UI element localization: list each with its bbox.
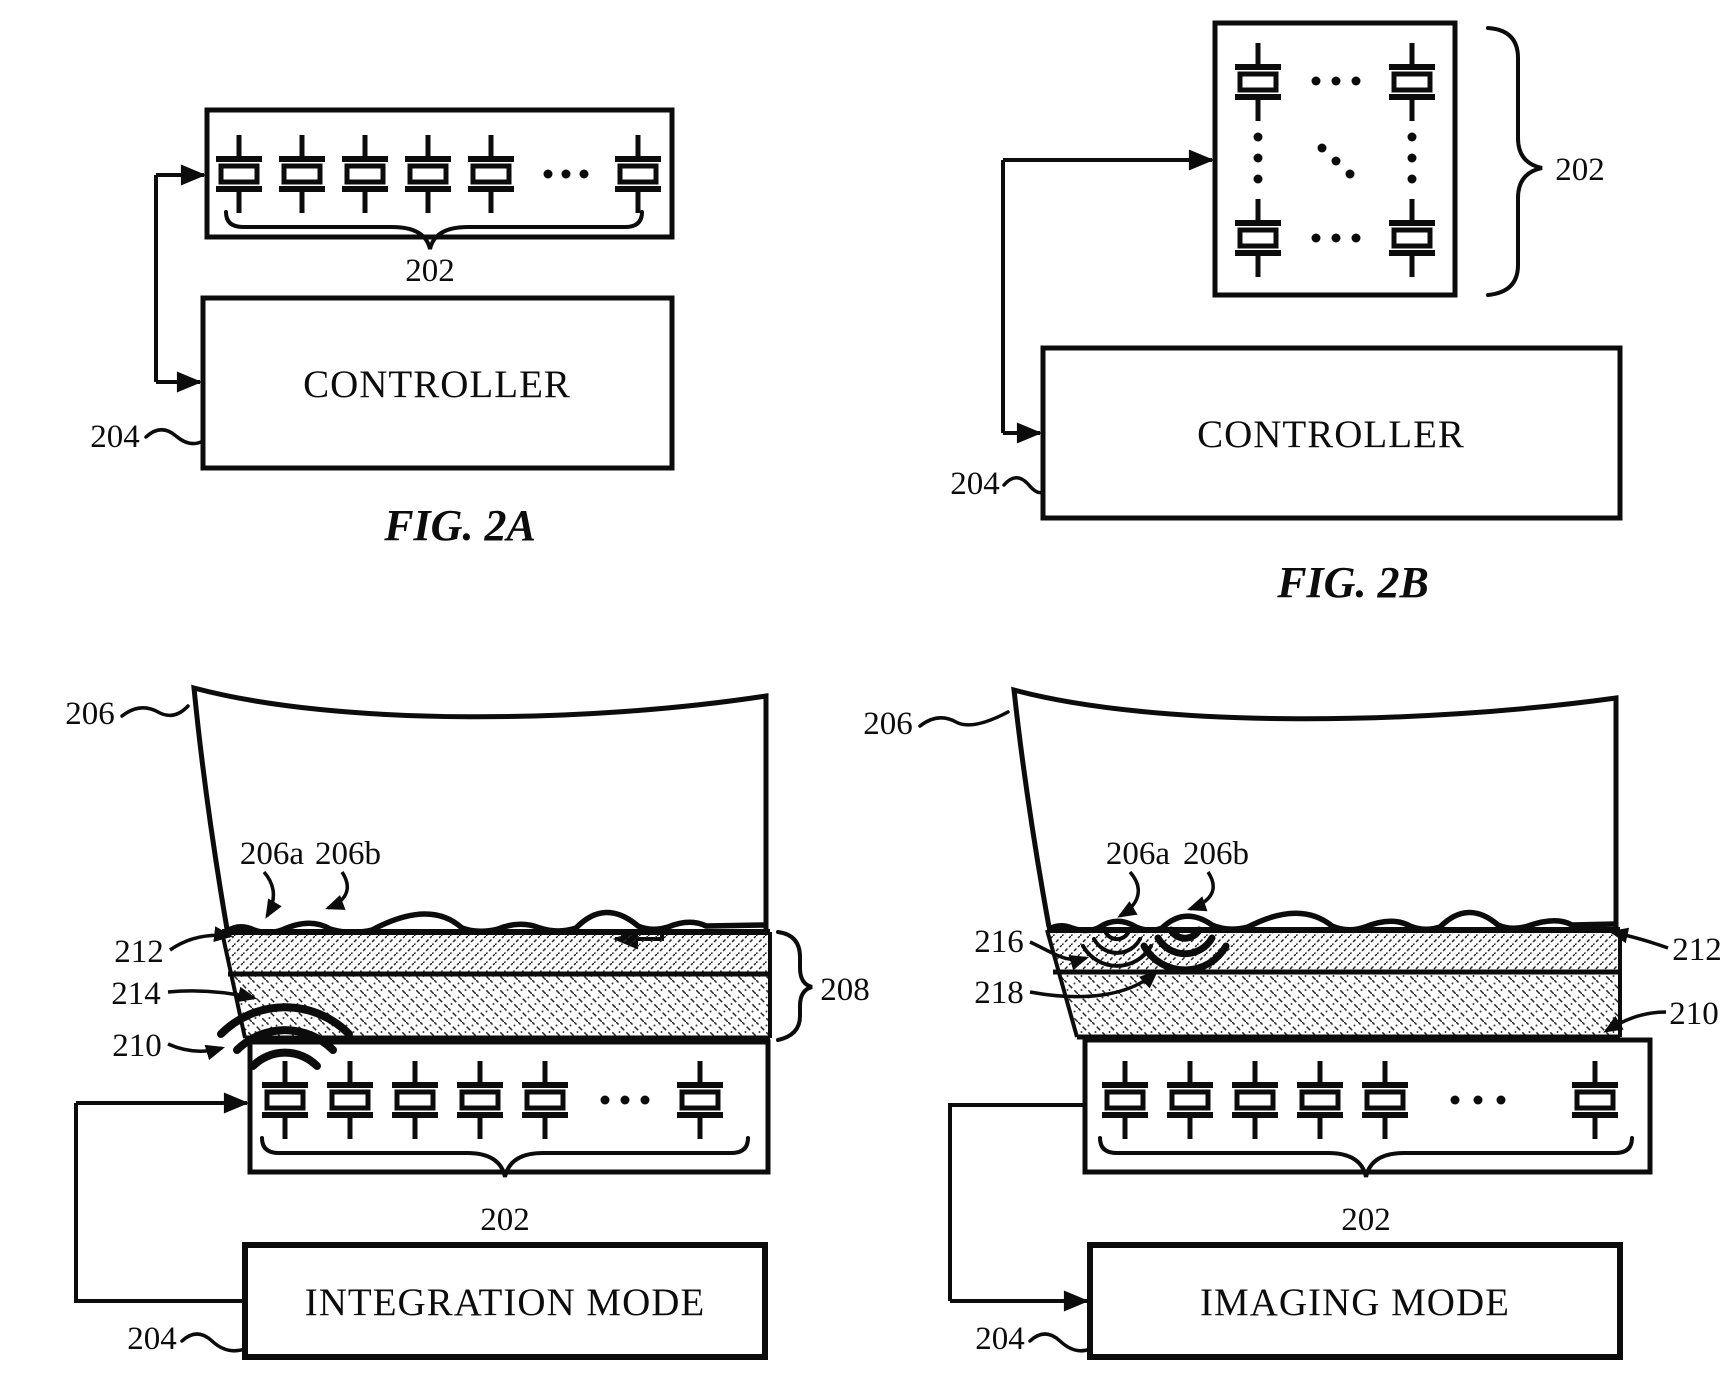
transducer-icon [677, 1061, 723, 1139]
fig2b: 202 CONTROLLER 204 FIG. 2B [950, 20, 1623, 607]
finger-ref-label: 206 [863, 706, 913, 742]
ellipsis-icon [543, 169, 589, 179]
integration-mode-figure: 202 INTEGRATION MODE 204 206 206a 206b 2… [65, 684, 870, 1360]
wave-ref-arrow [167, 1042, 226, 1061]
transducer-icon [327, 1061, 373, 1139]
finger-outline [191, 684, 769, 930]
transducer-icon [522, 1061, 568, 1139]
transducer-icon [1297, 1061, 1343, 1139]
surface-b-ref-label: 206b [315, 836, 381, 872]
transducer-icon [262, 1061, 308, 1139]
integration-array-box [247, 1039, 771, 1175]
surface-a-ref-label: 206a [240, 836, 305, 872]
surface-a-arrow [262, 870, 282, 919]
fig2a-caption: FIG. 2A [383, 501, 536, 550]
echo-b-arrow [1029, 969, 1159, 999]
echo-a-arrow [1029, 940, 1090, 971]
fig2a-array-ref-label: 202 [405, 253, 455, 289]
fig2b-controller-ref-label: 204 [950, 466, 1000, 502]
imaging-mode-figure: 202 IMAGING MODE 204 206 206a 206b 216 2… [863, 686, 1722, 1360]
top-layer-ref-label: 212 [114, 934, 164, 970]
transducer-icon [1362, 1061, 1408, 1139]
surface-a-arrow [1117, 870, 1141, 918]
bottom-layer-ref-label: 214 [111, 976, 161, 1012]
platen-layer [1057, 972, 1620, 1037]
bottom-layer-arrow [167, 986, 258, 1003]
transducer-icon [392, 1061, 438, 1139]
finger-outline [1011, 686, 1619, 928]
transducer-icon [1102, 1061, 1148, 1139]
finger-ref-squiggle [918, 710, 1010, 728]
integration-connection-line [74, 1103, 245, 1303]
wave-ref-label: 210 [112, 1028, 162, 1064]
fig2a-controller-box [200, 295, 675, 471]
imaging-mode-label: IMAGING MODE [1200, 1281, 1510, 1324]
echo-b-ref-label: 218 [974, 975, 1024, 1011]
integration-mode-ref-squiggle [180, 1332, 247, 1353]
surface-b-ref-label: 206b [1183, 836, 1249, 872]
surface-a-ref-label: 206a [1106, 836, 1171, 872]
imaging-mode-box [1087, 1242, 1623, 1360]
stack-ref-label: 208 [820, 972, 870, 1008]
fig2b-array-ref-label: 202 [1555, 152, 1605, 188]
fingerprint-surface [1047, 909, 1617, 934]
bottom-layer-arrow [1603, 1010, 1667, 1033]
integration-array-ref-label: 202 [480, 1202, 530, 1238]
fig2a-controller-ref-label: 204 [90, 419, 140, 455]
top-layer-arrow [1608, 927, 1669, 950]
top-layer-ref-label: 212 [1672, 932, 1722, 968]
echo-wave-ridge-icon [1140, 926, 1230, 974]
finger-body [194, 688, 766, 929]
bottom-layer-ref-label: 210 [1669, 996, 1719, 1032]
finger-ref-squiggle [120, 704, 190, 718]
ellipsis-icon [1450, 1095, 1506, 1105]
transducer-icon [1232, 1061, 1278, 1139]
fig2b-controller-box [1040, 345, 1623, 521]
ellipsis-icon [1253, 76, 1417, 243]
transducer-icon [457, 1061, 503, 1139]
finger-ref-label: 206 [65, 696, 115, 732]
echo-a-ref-label: 216 [974, 924, 1024, 960]
echo-wave-valley-icon [1081, 931, 1153, 968]
array-brace [224, 210, 644, 250]
finger-body [1014, 690, 1616, 927]
surface-b-arrow [325, 871, 349, 910]
fig2b-array-brace [1486, 26, 1543, 297]
fig2a: 202 CONTROLLER 204 FIG. 2A [90, 107, 675, 950]
fig2b-caption: FIG. 2B [1276, 558, 1429, 607]
imaging-mode-ref-label: 204 [975, 1321, 1025, 1357]
ellipsis-icon [600, 1095, 650, 1105]
integration-mode-ref-label: 204 [127, 1321, 177, 1357]
platen-coating-layer [1047, 930, 1620, 972]
fingerprint-surface [225, 909, 767, 936]
imaging-array-brace [1098, 1136, 1634, 1178]
integration-mode-box [242, 1242, 768, 1360]
integration-mode-label: INTEGRATION MODE [305, 1281, 706, 1324]
top-layer-arrow [169, 926, 234, 952]
fig2a-ref-squiggle [144, 428, 205, 446]
stack-left-edge [1045, 929, 1079, 1038]
fig2b-ref-squiggle [1002, 476, 1045, 495]
fig2b-controller-label: CONTROLLER [1197, 413, 1465, 456]
transducer-icon [1572, 1061, 1618, 1139]
fig2a-controller-label: CONTROLLER [303, 363, 571, 406]
transducer-icon [1167, 1061, 1213, 1139]
imaging-array-ref-label: 202 [1341, 1202, 1391, 1238]
imaging-mode-ref-squiggle [1028, 1332, 1092, 1353]
integration-array-brace [260, 1136, 750, 1178]
platen-coating-layer [222, 932, 770, 974]
surface-b-arrow [1187, 871, 1215, 912]
platen-layer [232, 974, 770, 1038]
stack-brace [776, 930, 813, 1042]
imaging-connection-line [948, 1103, 1085, 1301]
